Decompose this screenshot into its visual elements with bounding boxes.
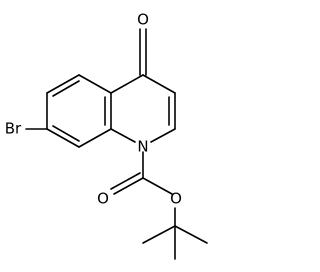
bond-c4-c3	[142, 74, 176, 94]
bond-c2-n1	[150, 128, 176, 143]
bond-tbu-methyl-2	[174, 225, 208, 244]
bond-carbamate-c-o-single	[142, 177, 173, 195]
bond-carbamate-c-o-double-a	[113, 177, 144, 195]
atom-o-carbonyl: O	[97, 190, 109, 208]
bond-c8a-c4	[110, 74, 144, 94]
bond-c5-c4a	[78, 128, 112, 148]
bond-c6-c5-inner	[52, 125, 80, 142]
bond-carbamate-c-o-double-b	[110, 172, 141, 190]
atom-o-ketone: O	[137, 11, 149, 29]
bond-c8-c7-inner	[52, 80, 80, 97]
bond-c6-c5	[46, 128, 80, 148]
bond-tbu-methyl-1	[142, 225, 176, 244]
atom-br: Br	[5, 120, 22, 138]
chemical-structure: O N Br O O	[5, 11, 208, 260]
bond-c8-c7	[46, 74, 80, 94]
bond-lines	[25, 28, 208, 260]
atom-o-ester: O	[170, 190, 182, 208]
atom-n-ring: N	[137, 138, 148, 156]
bond-c8a-c8	[78, 74, 112, 94]
atom-labels: O N Br O O	[5, 11, 182, 208]
bond-n1-c4a	[110, 128, 136, 143]
